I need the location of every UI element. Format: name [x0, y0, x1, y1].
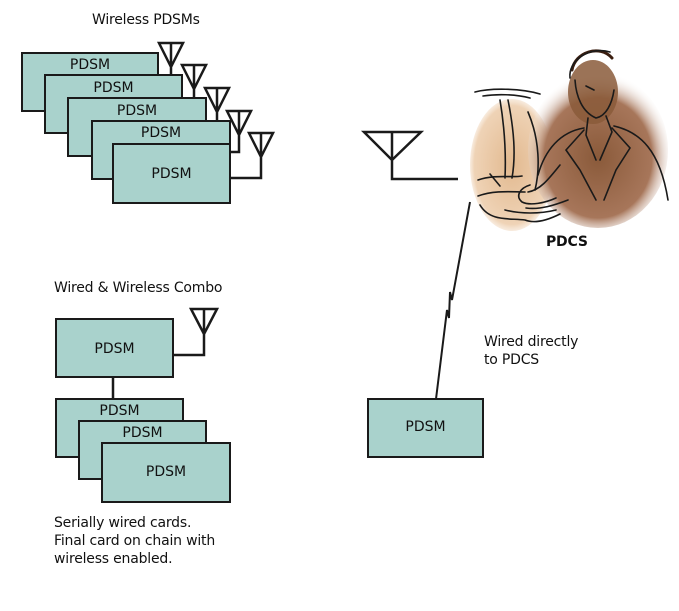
- pdsm-card-label: PDSM: [140, 125, 182, 141]
- pdsm-card-label: PDSM: [93, 80, 134, 96]
- pdsm-card: PDSM: [55, 318, 174, 378]
- pdsm-card-label: PDSM: [94, 341, 135, 357]
- pdsm-card-label: PDSM: [69, 57, 111, 73]
- pdsm-card-direct: PDSM: [367, 398, 484, 458]
- pdsm-card-label: PDSM: [116, 103, 158, 119]
- pdsm-card-label: PDSM: [122, 425, 163, 441]
- direct-wire: [435, 201, 471, 400]
- direct-caption-line: to PDCS: [484, 352, 539, 368]
- pdsm-card-label: PDSM: [145, 464, 187, 480]
- combo-section-title: Wired & Wireless Combo: [54, 280, 223, 296]
- antenna-icon: [173, 307, 220, 357]
- antenna-icon: [224, 109, 254, 154]
- pdsm-card: PDSM: [101, 442, 231, 503]
- person-at-computer-illustration: [470, 49, 669, 231]
- pdsm-card-label: PDSM: [99, 403, 140, 419]
- combo-caption-line: wireless enabled.: [54, 551, 173, 567]
- pdcs-label: PDCS: [546, 234, 588, 250]
- combo-caption-line: Final card on chain with: [54, 533, 215, 549]
- direct-caption-line: Wired directly: [484, 334, 579, 350]
- pdsm-card-label: PDSM: [151, 166, 192, 182]
- wireless-section-title: Wireless PDSMs: [92, 12, 200, 28]
- combo-caption-line: Serially wired cards.: [54, 515, 192, 531]
- combo-caption: Serially wired cards. Final card on chai…: [54, 514, 215, 568]
- pdsm-card-label: PDSM: [405, 419, 446, 435]
- direct-caption: Wired directly to PDCS: [484, 333, 578, 369]
- pdsm-card: PDSM: [112, 143, 231, 204]
- station-antenna-icon: [360, 130, 458, 181]
- antenna-icon: [230, 131, 276, 180]
